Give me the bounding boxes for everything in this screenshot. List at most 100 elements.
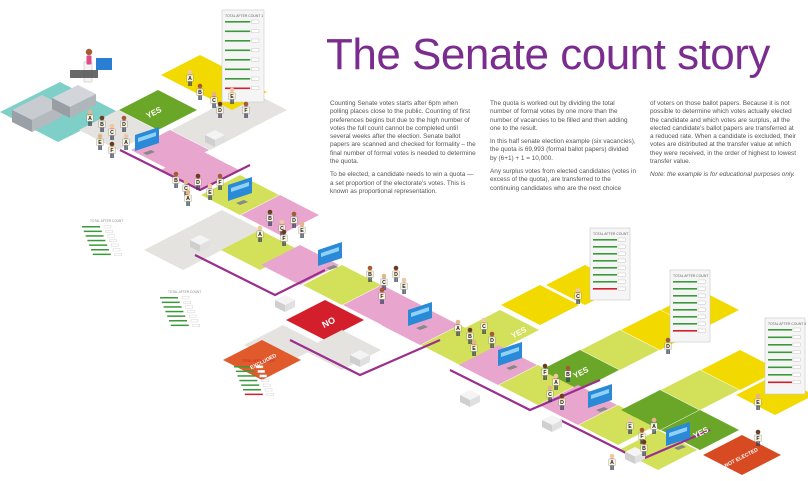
letter-card (546, 390, 554, 398)
figure-leg (382, 285, 384, 290)
figure-leg (174, 183, 176, 188)
figure-leg (756, 405, 758, 410)
path-tile (241, 195, 319, 235)
candidate-letter: C (482, 324, 486, 330)
path-tile (303, 265, 381, 305)
figure-head (542, 363, 548, 369)
monitor-stand (143, 150, 155, 155)
candidate-figure: B (266, 209, 274, 226)
figure-leg (458, 331, 460, 336)
count-monitor (588, 384, 612, 412)
figure-head (627, 417, 633, 423)
figure-leg (112, 135, 114, 140)
figure-head (467, 327, 473, 333)
figure-leg (100, 145, 102, 150)
board-line (593, 288, 617, 290)
letter-card (564, 370, 572, 378)
letter-card (366, 270, 374, 278)
letter-card (754, 434, 762, 442)
figure-leg (456, 331, 458, 336)
letter-card (470, 344, 478, 352)
figure-leg (88, 121, 90, 126)
figure-head (367, 265, 373, 271)
monitor-stand (236, 200, 248, 205)
letter-card (608, 458, 616, 466)
candidate-letter: B (268, 216, 272, 222)
box-side (285, 300, 295, 312)
path-tile (381, 305, 459, 345)
ballot-scanner-machines (12, 58, 112, 132)
box-side (470, 395, 480, 407)
figure-leg (556, 385, 558, 390)
board-box (251, 86, 260, 90)
sheet-box (188, 314, 197, 318)
figure-leg (280, 231, 282, 236)
board-box (251, 67, 260, 71)
figure-head (755, 393, 761, 399)
paragraph: In this half senate election example (si… (490, 138, 636, 162)
candidate-figure: C (108, 123, 116, 140)
sheet-box (259, 374, 267, 378)
board-box (617, 251, 626, 256)
candidate-letter: A (652, 424, 656, 430)
monitor-stand (416, 325, 428, 330)
board-box (251, 76, 260, 81)
figure-leg (294, 223, 296, 228)
figure-head (565, 365, 571, 371)
letter-card (638, 432, 646, 440)
figure-head (471, 339, 477, 345)
figure-leg (666, 349, 668, 354)
sheet-line (91, 249, 109, 251)
monitor-glare (591, 389, 609, 399)
count-monitor (498, 342, 522, 370)
letter-card (664, 342, 672, 350)
figure-head (641, 439, 647, 445)
sheet-line (85, 235, 104, 237)
board-line (225, 78, 251, 80)
sheet-line (239, 379, 258, 382)
figure-leg (758, 441, 760, 446)
candidate-letter: D (666, 344, 670, 350)
board-box (792, 350, 801, 354)
board-box (617, 272, 626, 277)
figure-leg (554, 385, 556, 390)
figure-leg (220, 113, 222, 118)
figure-head (651, 417, 657, 423)
candidate-letter: C (382, 280, 386, 286)
box-side (460, 395, 470, 407)
count-monitor (135, 127, 159, 155)
figure-leg (284, 241, 286, 246)
tally-board: TOTAL AFTER COUNT (669, 269, 711, 343)
sheet-box (263, 383, 271, 387)
monitor-glare (501, 347, 519, 357)
sheet-box (109, 239, 117, 242)
figure-leg (545, 375, 547, 380)
figure-leg (490, 343, 492, 348)
candidate-figure: F (378, 287, 386, 304)
figure-leg (644, 451, 646, 456)
figure-leg (196, 185, 198, 190)
figure-head (211, 91, 217, 97)
figure-leg (282, 241, 284, 246)
letter-card (488, 336, 496, 344)
board-line (593, 239, 617, 241)
monitor-glare (321, 247, 339, 257)
path-tile (621, 390, 699, 430)
figure-leg (302, 233, 304, 238)
sheet-box (190, 319, 199, 323)
ballot-box (625, 447, 645, 464)
transfer-pipe (449, 369, 601, 412)
figure-leg (220, 185, 222, 190)
candidate-figure: B (366, 265, 374, 282)
path-tile (286, 300, 364, 340)
board-line (593, 267, 617, 269)
figure-leg (402, 289, 404, 294)
candidate-figure: F (280, 229, 288, 246)
figure-leg (230, 99, 232, 104)
letter-card (120, 120, 128, 128)
figure-head (489, 331, 495, 337)
sheet-line (89, 244, 108, 246)
sheet-box (110, 243, 119, 247)
path-tile (703, 435, 781, 475)
